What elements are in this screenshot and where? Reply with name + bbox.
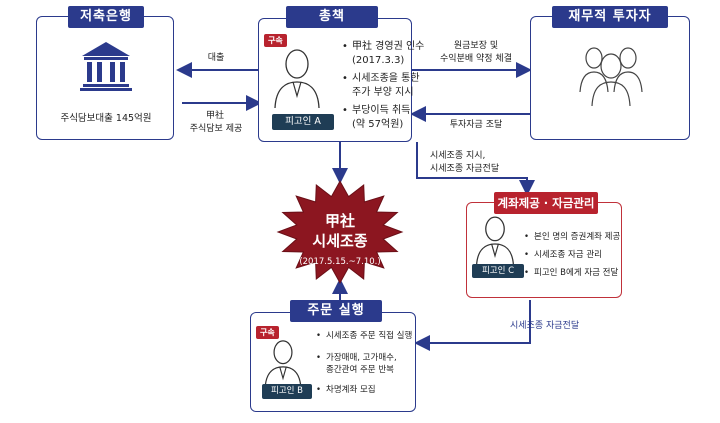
arrested-badge: 구속 (256, 326, 279, 339)
burst-title: 시세조종 (312, 232, 368, 250)
funding-label: 투자자금 조달 (449, 120, 503, 130)
burst-period: (2017.5.15.~7.10.) (299, 257, 381, 267)
person-icon (475, 216, 515, 266)
loan-label: 대출 (207, 53, 225, 63)
center-bullet-3: 부당이득 취득 (342, 104, 410, 118)
guarantee-label-1: 원금보장 및 (453, 41, 499, 51)
center-bullet-2: 시세조종을 통한 (342, 72, 420, 86)
investor-title: 재무적 투자자 (552, 6, 668, 28)
mastermind-title: 총책 (286, 6, 378, 28)
account-bullet-1: 본인 명의 증권계좌 제공 (524, 231, 620, 243)
order-execution-title: 주문 실행 (290, 300, 382, 322)
defendant-a-label: 피고인 A (272, 114, 334, 130)
order-bullet-1: 시세조종 주문 직접 실행 (316, 330, 412, 342)
arrested-badge: 구속 (264, 34, 287, 47)
instruct-label-1: 시세조종 지시, (430, 151, 486, 161)
order-bullet-2: 가장매매, 고가매수, (316, 352, 397, 364)
center-line-3b: (약 57억원) (352, 119, 404, 130)
person-icon (264, 340, 302, 388)
center-line-2b: 주가 부양 지시 (352, 87, 414, 98)
account-bullet-3: 피고인 B에게 자금 전달 (524, 267, 618, 279)
arrow-account-to-order (414, 300, 531, 351)
account-title: 계좌제공 · 자금관리 (494, 192, 598, 214)
collateral-label-2: 주식담보 제공 (189, 124, 243, 134)
order-bullet-3: 차명계좌 모집 (316, 384, 376, 396)
center-bullet-1: 甲社 경영권 인수 (342, 40, 424, 54)
instruct-label-2: 시세조종 자금전달 (430, 164, 500, 174)
order-line-2b: 종간관여 주문 반복 (326, 365, 394, 375)
collateral-label-1: 甲社 (205, 111, 224, 121)
defendant-b-label: 피고인 B (262, 384, 312, 399)
transfer-label: 시세조종 자금전달 (510, 321, 580, 331)
guarantee-label-2: 수익분배 약정 체결 (440, 54, 512, 64)
savings-bank-title: 저축은행 (68, 6, 144, 28)
manipulation-burst (276, 180, 404, 284)
defendant-c-label: 피고인 C (472, 264, 524, 278)
arrow-center-to-account (416, 142, 535, 196)
investor-group-icon (579, 47, 643, 106)
account-bullet-2: 시세조종 자금 관리 (524, 249, 602, 261)
center-date-1: (2017.3.3) (352, 55, 405, 66)
bank-building-icon (80, 42, 132, 91)
loan-amount-caption: 주식담보대출 145억원 (60, 113, 152, 124)
burst-company: 甲社 (324, 212, 355, 230)
person-icon (274, 49, 320, 108)
